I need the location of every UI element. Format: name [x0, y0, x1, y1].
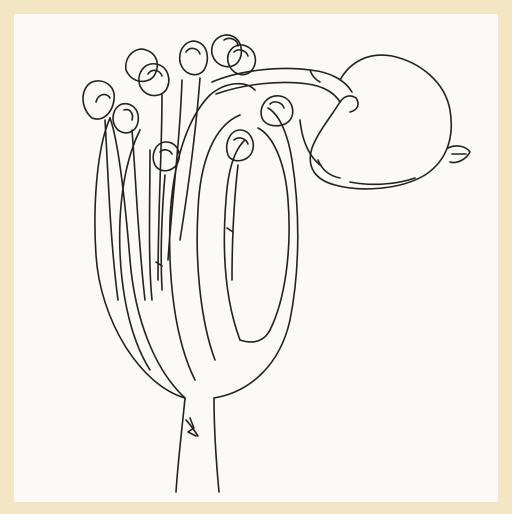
receptacle: [95, 108, 298, 398]
filaments: [105, 78, 238, 300]
stalk: [176, 398, 219, 492]
inner-loops: [120, 84, 289, 380]
style: [212, 69, 358, 166]
ovary: [310, 55, 470, 189]
anthers: [83, 35, 293, 171]
